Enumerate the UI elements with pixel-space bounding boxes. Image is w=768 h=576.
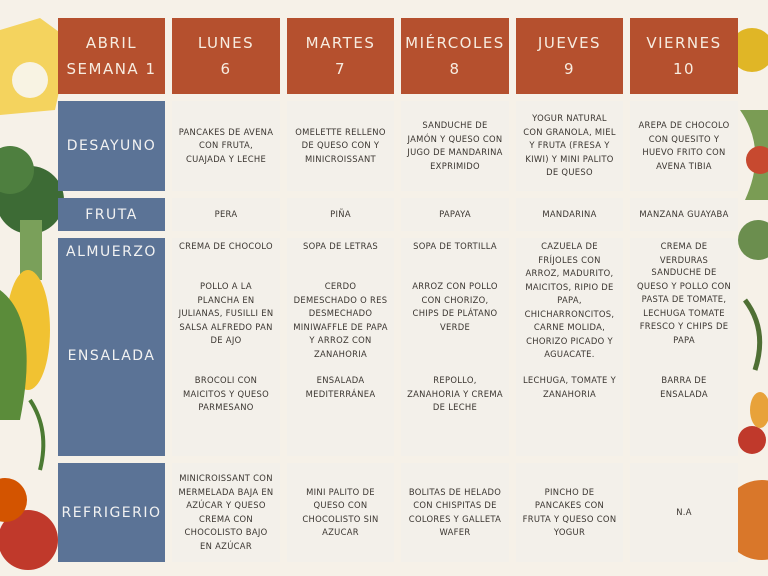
refrigerio-martes: MINI PALITO DE QUESO CON CHOCOLISTO SIN … (287, 463, 394, 562)
almuerzo-main: CERDO DEMESCHADO O RES DESMECHADO MINIWA… (293, 281, 388, 359)
header-day-viernes: VIERNES 10 (630, 18, 738, 94)
fruta-lunes: PERA (172, 198, 280, 231)
day-number: 6 (220, 60, 232, 78)
almuerzo-salad: LECHUGA, TOMATE Y ZANAHORIA (522, 375, 617, 399)
fruta-jueves: MANDARINA (516, 198, 623, 231)
label-ensalada: ENSALADA (67, 348, 156, 364)
almuerzo-main: ARROZ CON POLLO CON CHORIZO, CHIPS DE PL… (412, 281, 498, 332)
fruta-miercoles: PAPAYA (401, 198, 509, 231)
almuerzo-martes: SOPA DE LETRAS CERDO DEMESCHADO O RES DE… (287, 238, 394, 456)
almuerzo-soup: CAZUELA DE FRÍJOLES CON ARROZ, MADURITO,… (524, 241, 615, 359)
almuerzo-soup: CREMA DE VERDURAS (659, 241, 709, 265)
refrigerio-miercoles: BOLITAS DE HELADO CON CHISPITAS DE COLOR… (401, 463, 509, 562)
desayuno-viernes: AREPA DE CHOCOLO CON QUESITO Y HUEVO FRI… (630, 101, 738, 191)
almuerzo-jueves: CAZUELA DE FRÍJOLES CON ARROZ, MADURITO,… (516, 238, 623, 456)
header-day-lunes: LUNES 6 (172, 18, 280, 94)
almuerzo-soup: SOPA DE LETRAS (302, 241, 378, 251)
day-name: VIERNES (646, 34, 722, 52)
day-number: 8 (449, 60, 461, 78)
almuerzo-salad: BROCOLI CON MAICITOS Y QUESO PARMESANO (183, 375, 269, 412)
header-week-number: SEMANA 1 (66, 60, 157, 78)
almuerzo-main: SANDUCHE DE QUESO Y POLLO CON PASTA DE T… (636, 267, 732, 345)
fruta-viernes: MANZANA GUAYABA (630, 198, 738, 231)
day-name: JUEVES (537, 34, 602, 52)
desayuno-jueves: YOGUR NATURAL CON GRANOLA, MIEL Y FRUTA … (516, 101, 623, 191)
header-day-jueves: JUEVES 9 (516, 18, 623, 94)
almuerzo-salad: ENSALADA MEDITERRÁNEA (305, 375, 376, 399)
row-label-desayuno: DESAYUNO (58, 101, 165, 191)
almuerzo-lunes: CREMA DE CHOCOLO POLLO A LA PLANCHA EN J… (172, 238, 280, 456)
desayuno-lunes: PANCAKES DE AVENA CON FRUTA, CUAJADA Y L… (172, 101, 280, 191)
day-name: MIÉRCOLES (405, 34, 505, 52)
day-name: MARTES (305, 34, 376, 52)
row-label-fruta: FRUTA (58, 198, 165, 231)
chili-icon (730, 28, 768, 72)
header-day-martes: MARTES 7 (287, 18, 394, 94)
day-number: 9 (563, 60, 576, 78)
almuerzo-salad: BARRA DE ENSALADA (660, 375, 708, 399)
almuerzo-salad: REPOLLO, ZANAHORIA Y CREMA DE LECHE (407, 375, 503, 412)
day-number: 7 (334, 60, 347, 78)
label-almuerzo: ALMUERZO (66, 244, 157, 260)
refrigerio-jueves: PINCHO DE PANCAKES CON FRUTA Y QUESO CON… (516, 463, 623, 562)
header-day-miercoles: MIÉRCOLES 8 (401, 18, 509, 94)
almuerzo-main: POLLO A LA PLANCHA EN JULIANAS, FUSILLI … (178, 281, 274, 345)
header-week: ABRIL SEMANA 1 (58, 18, 165, 94)
tomato-icon (0, 510, 58, 570)
row-label-almuerzo-ensalada: ALMUERZO ENSALADA (58, 238, 165, 456)
row-label-refrigerio: REFRIGERIO (58, 463, 165, 562)
day-number: 10 (672, 60, 696, 78)
desayuno-martes: OMELETTE RELLENO DE QUESO CON Y MINICROI… (287, 101, 394, 191)
refrigerio-viernes: N.A (630, 463, 738, 562)
fruta-martes: PIÑA (287, 198, 394, 231)
refrigerio-lunes: MINICROISSANT CON MERMELADA BAJA EN AZÚC… (172, 463, 280, 562)
almuerzo-soup: CREMA DE CHOCOLO (179, 241, 273, 251)
almuerzo-soup: SOPA DE TORTILLA (413, 241, 497, 251)
almuerzo-viernes: CREMA DE VERDURAS SANDUCHE DE QUESO Y PO… (630, 238, 738, 456)
day-name: LUNES (197, 34, 255, 52)
almuerzo-miercoles: SOPA DE TORTILLA ARROZ CON POLLO CON CHO… (401, 238, 509, 456)
desayuno-miercoles: SANDUCHE DE JAMÓN Y QUESO CON JUGO DE MA… (401, 101, 509, 191)
header-month: ABRIL (85, 34, 138, 52)
